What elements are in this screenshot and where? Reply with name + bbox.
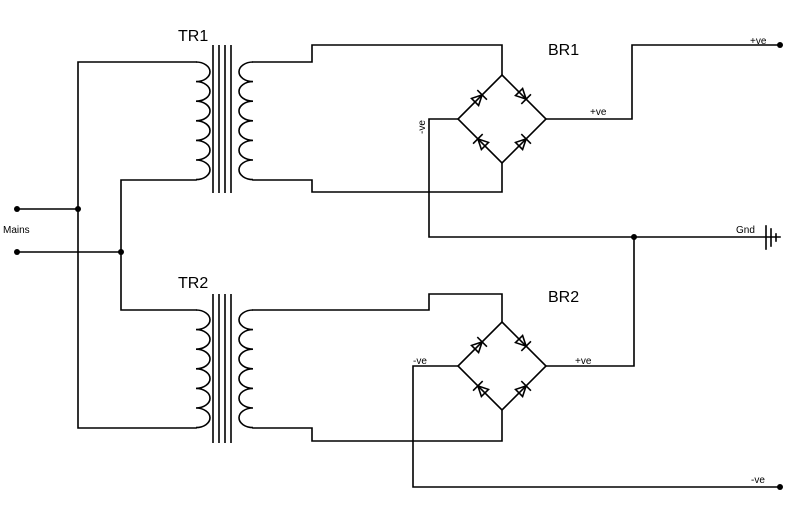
bridge-rectifier-br2 xyxy=(456,320,548,412)
diode xyxy=(514,380,532,398)
tr2-secondary-wiring xyxy=(252,293,503,442)
mains-label: Mains xyxy=(3,225,30,236)
output-pos-label: +ve xyxy=(750,36,767,47)
output-neg-label: -ve xyxy=(751,475,765,486)
br1-label: BR1 xyxy=(548,42,579,59)
ground-symbol xyxy=(765,225,777,250)
transformer-tr2 xyxy=(195,294,254,443)
br1-neg-label: -ve xyxy=(417,120,428,134)
br1-pos-label: +ve xyxy=(590,107,607,118)
diode xyxy=(514,87,532,105)
diode xyxy=(470,336,488,354)
output-neg-terminal xyxy=(777,484,783,490)
br2-neg-label: -ve xyxy=(413,356,427,367)
ground-rail xyxy=(428,118,781,238)
br2-positive-to-ground xyxy=(545,236,635,367)
tr2-primary-coil xyxy=(195,309,211,429)
mains-input xyxy=(14,61,197,429)
output-gnd-label: Gnd xyxy=(736,225,755,236)
tr2-label: TR2 xyxy=(178,275,208,292)
tr1-label: TR1 xyxy=(178,28,208,45)
bridge-rectifier-br1 xyxy=(456,73,548,165)
negative-rail xyxy=(412,365,781,488)
br2-label: BR2 xyxy=(548,289,579,306)
diode xyxy=(472,133,490,151)
tr1-secondary-wiring xyxy=(252,44,503,193)
diode xyxy=(514,133,532,151)
tr1-primary-coil xyxy=(195,61,211,181)
tr1-secondary-coil xyxy=(238,61,254,181)
tr2-secondary-coil xyxy=(238,309,254,429)
positive-rail xyxy=(545,44,781,120)
diode xyxy=(470,89,488,107)
diode xyxy=(472,380,490,398)
junction-dot xyxy=(631,234,637,240)
transformer-tr1 xyxy=(195,45,254,193)
output-pos-terminal xyxy=(777,42,783,48)
br2-pos-label: +ve xyxy=(575,356,592,367)
diode xyxy=(514,334,532,352)
